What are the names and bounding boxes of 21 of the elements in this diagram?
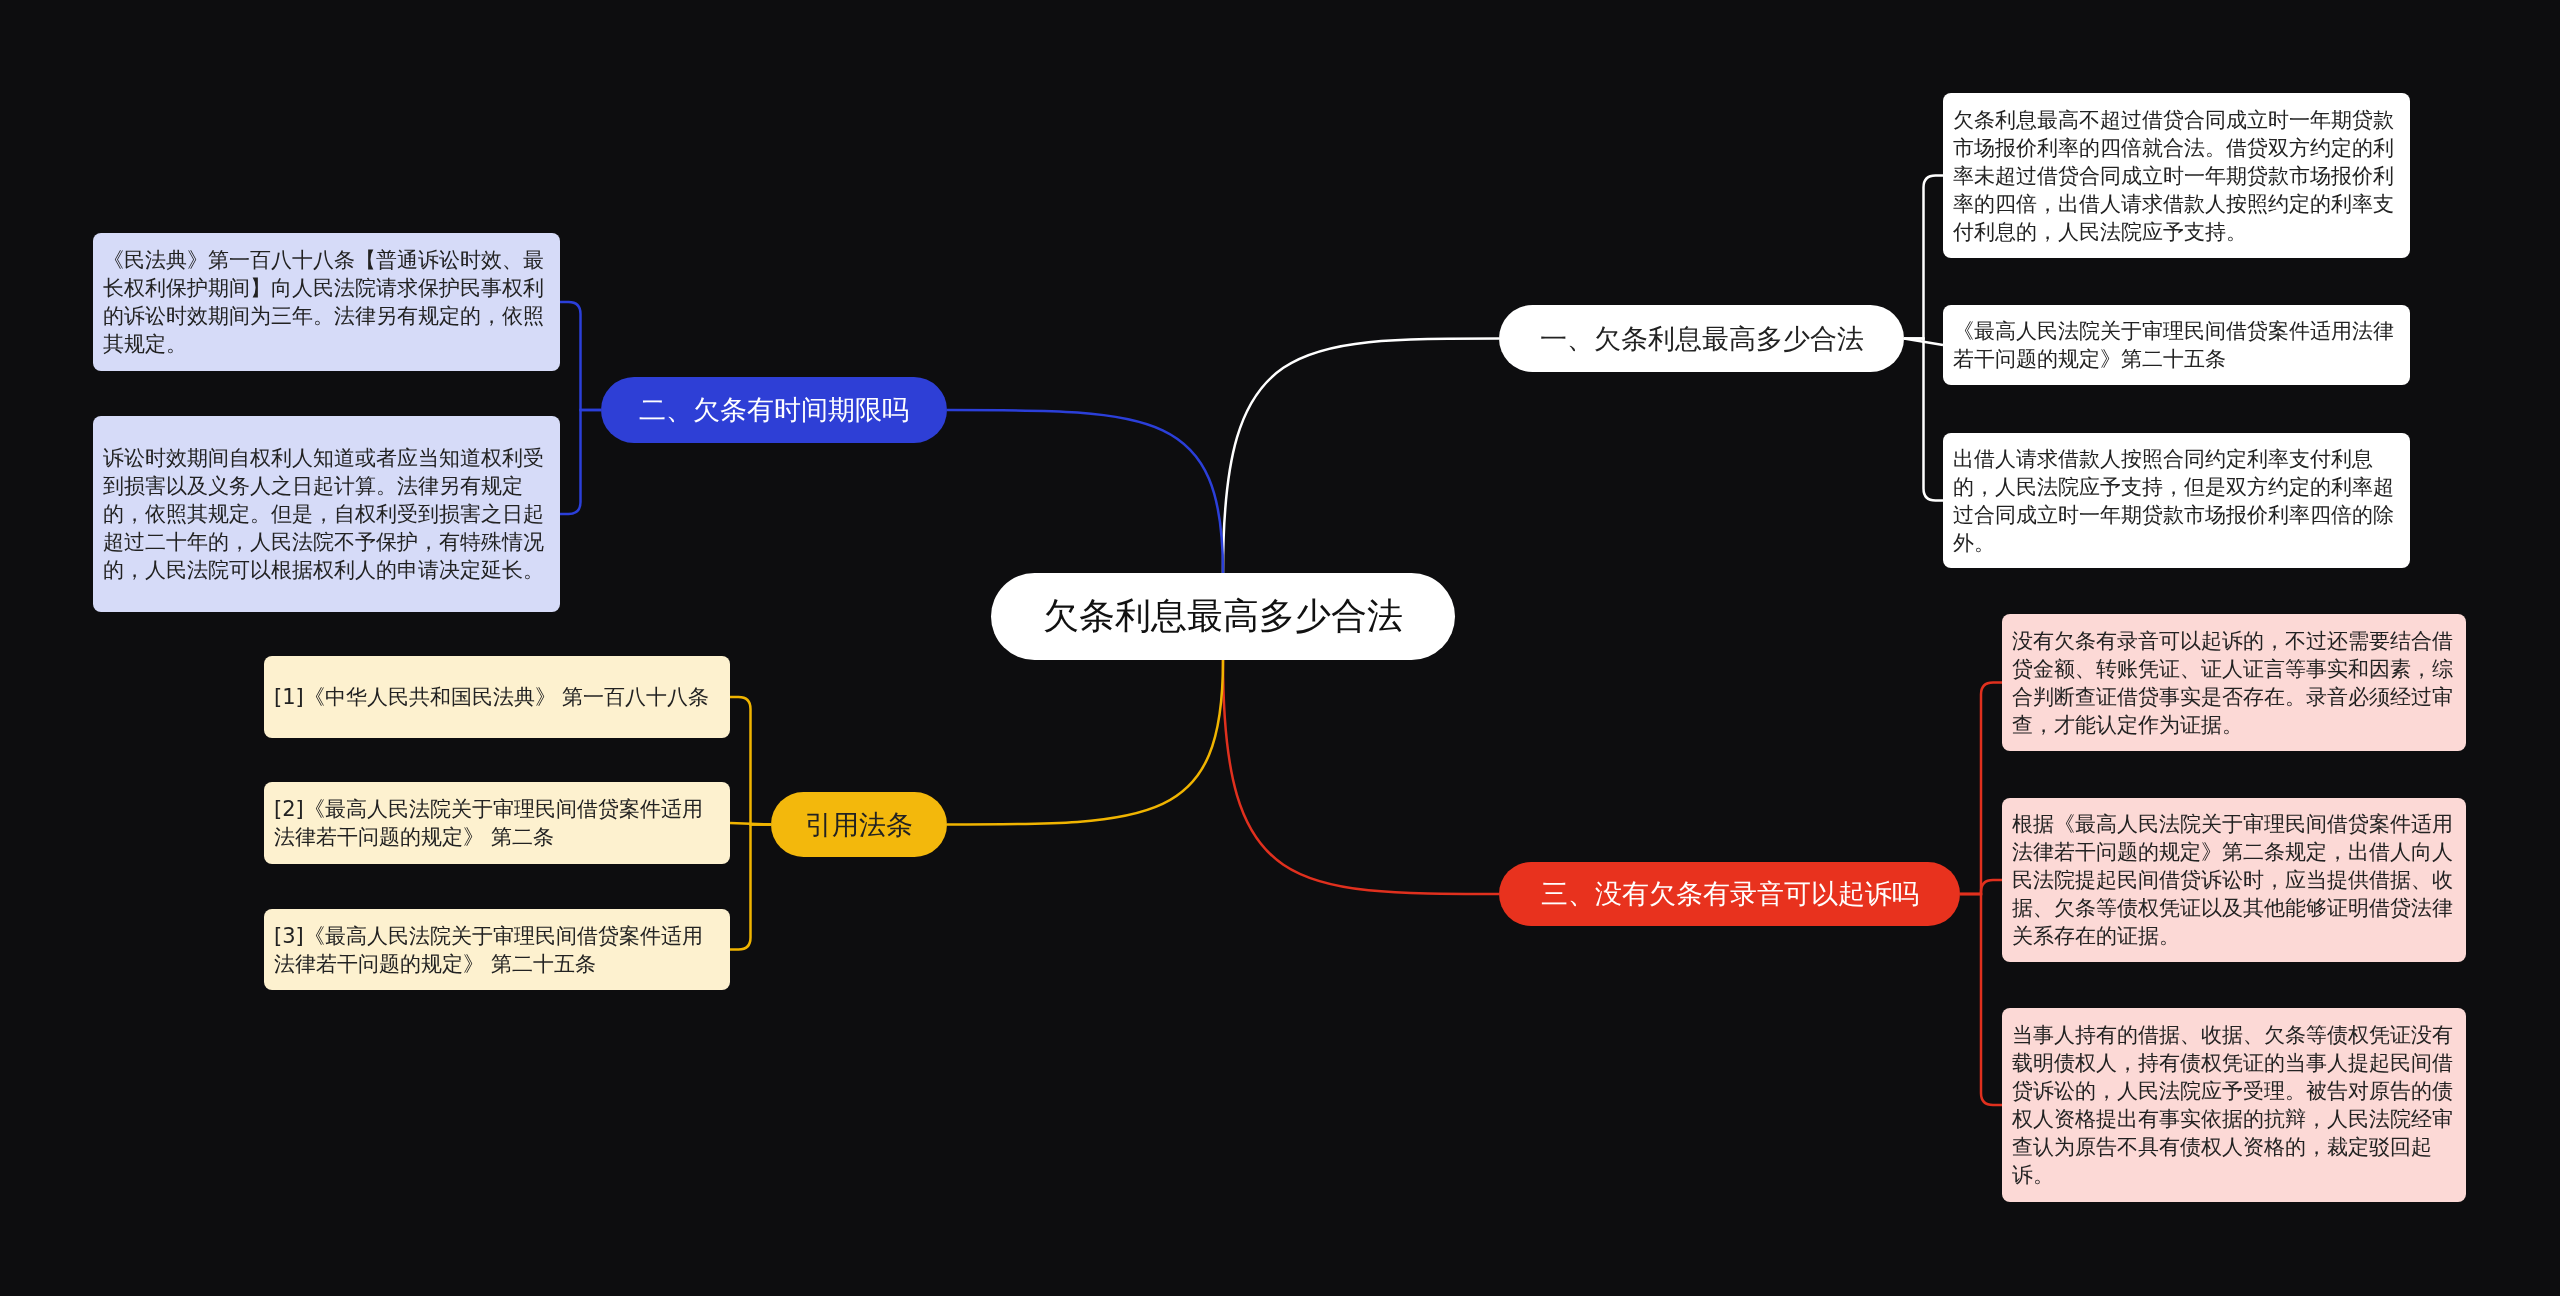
text-card: [3]《最高人民法院关于审理民间借贷案件适用法律若干问题的规定》 第二十五条 (264, 909, 730, 990)
central-topic: 欠条利息最高多少合法 (991, 573, 1455, 660)
topic-box: 三、没有欠条有录音可以起诉吗 (1499, 862, 1960, 926)
topic-box: 二、欠条有时间期限吗 (601, 377, 947, 443)
text-card: 当事人持有的借据、收据、欠条等债权凭证没有载明债权人，持有债权凭证的当事人提起民间借贷诉讼的，人民法院应予受理。被告对原告的债权人资格提出有事实依据的抗辩，人民法院经审查认为原告不具有债权人资格的，裁定驳回起诉。 (2002, 1008, 2466, 1202)
text-card: 《最高人民法院关于审理民间借贷案件适用法律若干问题的规定》第二十五条 (1943, 305, 2410, 385)
connector-line (730, 823, 771, 951)
connector-line (947, 659, 1225, 826)
text-card: [2]《最高人民法院关于审理民间借贷案件适用法律若干问题的规定》 第二条 (264, 782, 730, 864)
text-card: 出借人请求借款人按照合同约定利率支付利息的，人民法院应予支持，但是双方约定的利率超过合同成立时一年期贷款市场报价利率四倍的除外。 (1943, 433, 2410, 568)
connector-line (1960, 892, 2002, 1107)
text-card: 没有欠条有录音可以起诉的，不过还需要结合借贷金额、转账凭证、证人证言等事实和因素，综合判断查证借贷事实是否存在。录音必须经过审查，才能认定作为证据。 (2002, 614, 2466, 751)
topic-box: 一、欠条利息最高多少合法 (1499, 305, 1904, 372)
connector-line (947, 408, 1225, 574)
text-card: 《民法典》第一百八十八条【普通诉讼时效、最长权利保护期间】向人民法院请求保护民事权利的诉讼时效期间为三年。法律另有规定的，依照其规定。 (93, 233, 560, 371)
text-card: 根据《最高人民法院关于审理民间借贷案件适用法律若干问题的规定》第二条规定，出借人向人民法院提起民间借贷诉讼时，应当提供借据、收据、欠条等债权凭证以及其他能够证明借贷法律关系存在的证据。 (2002, 798, 2466, 962)
connector-line (560, 408, 601, 516)
topic-box: 引用法条 (771, 792, 947, 857)
text-card: 诉讼时效期间自权利人知道或者应当知道权利受到损害以及义务人之日起计算。法律另有规定的，依照其规定。但是，自权利受到损害之日起超过二十年的，人民法院不予保护，有特殊情况的，人民法院可以根据权利人的申请决定延长。 (93, 416, 560, 612)
text-card: 欠条利息最高不超过借贷合同成立时一年期贷款市场报价利率的四倍就合法。借贷双方约定的利率未超过借贷合同成立时一年期贷款市场报价利率的四倍，出借人请求借款人按照约定的利率支付利息的，人民法院应予支持。 (1943, 93, 2410, 258)
text-card: [1]《中华人民共和国民法典》 第一百八十八条 (264, 656, 730, 738)
